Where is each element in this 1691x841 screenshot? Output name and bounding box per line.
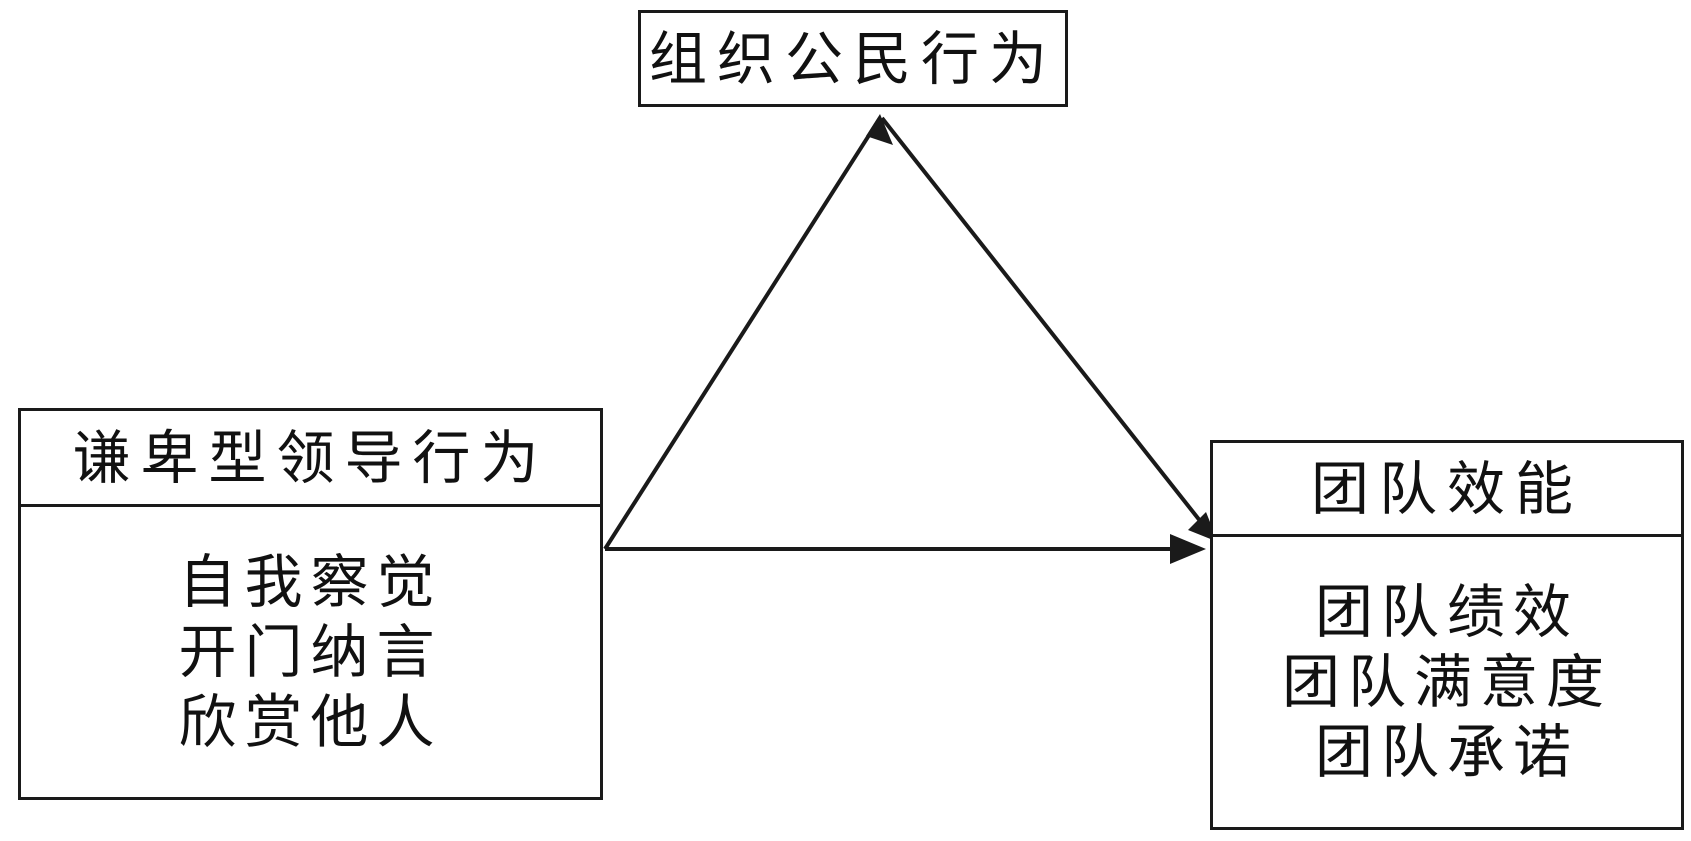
arrow-leader-to-team	[605, 534, 1206, 564]
team-effectiveness-box: 团队效能 团队绩效 团队满意度 团队承诺	[1210, 440, 1684, 830]
team-effectiveness-dimensions: 团队绩效 团队满意度 团队承诺	[1213, 537, 1681, 827]
arrow-ocb-to-team	[880, 116, 1218, 542]
dimension-item: 团队承诺	[1314, 718, 1579, 786]
team-effectiveness-header: 团队效能	[1213, 443, 1681, 537]
dimension-item: 欣赏他人	[178, 688, 443, 756]
ocb-title: 组织公民行为	[648, 24, 1057, 93]
ocb-box: 组织公民行为	[638, 10, 1068, 107]
dimension-item: 团队绩效	[1314, 578, 1579, 646]
dimension-item: 开门纳言	[178, 618, 443, 686]
dimension-item: 团队满意度	[1281, 648, 1612, 716]
arrow-leader-to-ocb	[603, 114, 893, 551]
dimension-item: 自我察觉	[178, 548, 443, 616]
humble-leadership-dimensions: 自我察觉 开门纳言 欣赏他人	[21, 507, 600, 797]
team-effectiveness-title: 团队效能	[1310, 454, 1583, 523]
humble-leadership-box: 谦卑型领导行为 自我察觉 开门纳言 欣赏他人	[18, 408, 603, 800]
humble-leadership-header: 谦卑型领导行为	[21, 411, 600, 507]
humble-leadership-title: 谦卑型领导行为	[72, 423, 549, 492]
